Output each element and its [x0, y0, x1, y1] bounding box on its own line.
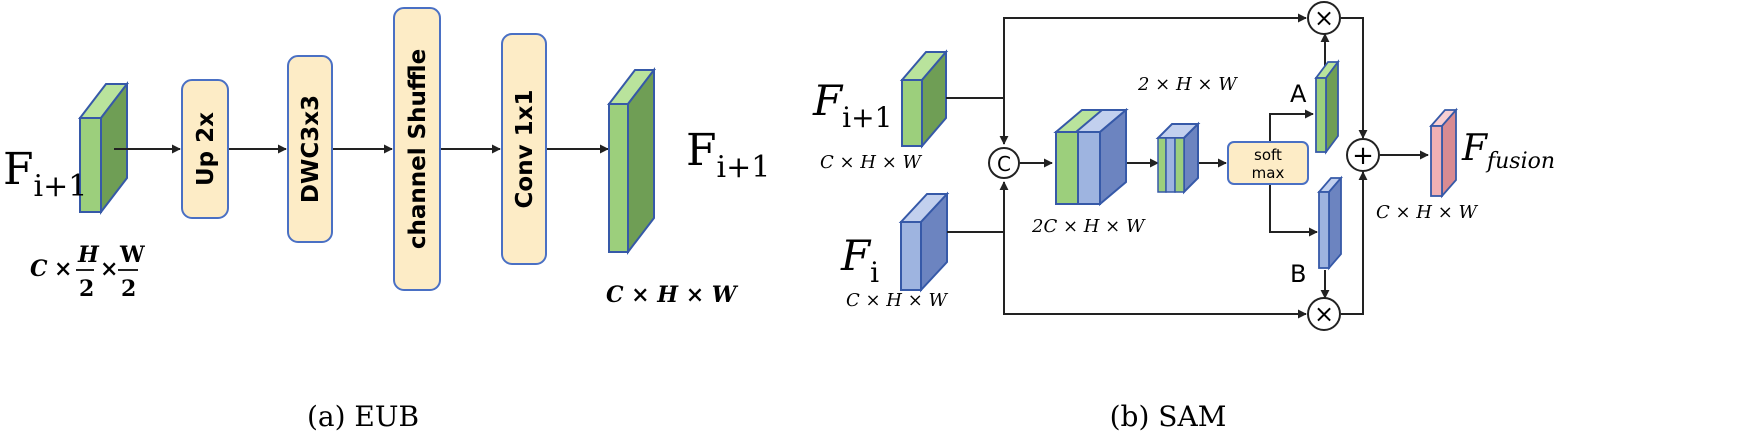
sam-input1-dim: C × H × W [820, 152, 923, 173]
block-up2x: Up 2x [181, 79, 229, 219]
sam-panel: Fi+1 C × H × W Fi C × H × W [812, 1, 1555, 433]
block-conv1x1: Conv 1x1 [501, 33, 547, 265]
branch-b-label: B [1290, 260, 1306, 288]
svg-text:Up 2x: Up 2x [193, 112, 219, 186]
eub-output-dim: C × H × W [606, 282, 739, 308]
svg-text:Conv 1x1: Conv 1x1 [512, 90, 538, 209]
svg-text:H: H [77, 242, 100, 268]
reduced-dim: 2 × H × W [1137, 74, 1238, 95]
svg-text:C: C [30, 256, 48, 282]
svg-text:×: × [1314, 4, 1334, 32]
eub-input-label: Fi+1 [3, 144, 87, 204]
block-dwc3x3: DWC3x3 [287, 55, 333, 243]
fusion-output-dim: C × H × W [1376, 202, 1479, 223]
attention-map-a [1314, 59, 1340, 155]
reduced-feature-block [1155, 121, 1201, 195]
svg-text:×: × [1314, 300, 1334, 328]
sam-input2-cube [898, 191, 950, 293]
fusion-output-label: Ffusion [1461, 128, 1555, 174]
svg-text:2: 2 [121, 276, 136, 302]
fusion-output-cube [1429, 107, 1458, 199]
svg-text:DWC3x3: DWC3x3 [298, 95, 324, 203]
eub-panel: Fi+1 C × H 2 × W 2 Up 2x DWC3x3 [3, 7, 770, 433]
svg-text:×: × [54, 256, 72, 282]
sam-input2-dim: C × H × W [846, 290, 949, 311]
attention-map-b [1317, 175, 1343, 271]
eub-output-cube [606, 67, 657, 255]
svg-text:2: 2 [79, 276, 94, 302]
multiply-node-bottom: × [1307, 297, 1341, 331]
sam-input2-label: Fi [840, 231, 879, 289]
svg-text:soft: soft [1254, 146, 1282, 164]
svg-text:C: C [997, 152, 1011, 176]
block-channel-shuffle: channel Shuffle [393, 7, 441, 291]
branch-a-label: A [1290, 80, 1307, 108]
multiply-node-top: × [1307, 1, 1341, 35]
eub-caption: (a) EUB [307, 400, 419, 433]
svg-text:channel Shuffle: channel Shuffle [405, 49, 431, 249]
eub-output-label: Fi+1 [686, 125, 770, 185]
sam-input1-label: Fi+1 [812, 76, 892, 134]
concat-feature-block [1053, 107, 1129, 207]
svg-text:W: W [119, 242, 145, 268]
svg-text:×: × [100, 256, 118, 282]
sam-caption: (b) SAM [1110, 400, 1227, 433]
svg-text:+: + [1352, 141, 1374, 171]
softmax-block: soft max [1227, 141, 1309, 185]
eub-input-dim: C × H 2 × W 2 [30, 242, 145, 302]
add-node: + [1346, 138, 1380, 172]
concat-node: C [988, 147, 1020, 179]
concat-dim: 2C × H × W [1031, 216, 1146, 237]
sam-input1-cube [899, 49, 949, 149]
svg-text:max: max [1252, 164, 1285, 182]
